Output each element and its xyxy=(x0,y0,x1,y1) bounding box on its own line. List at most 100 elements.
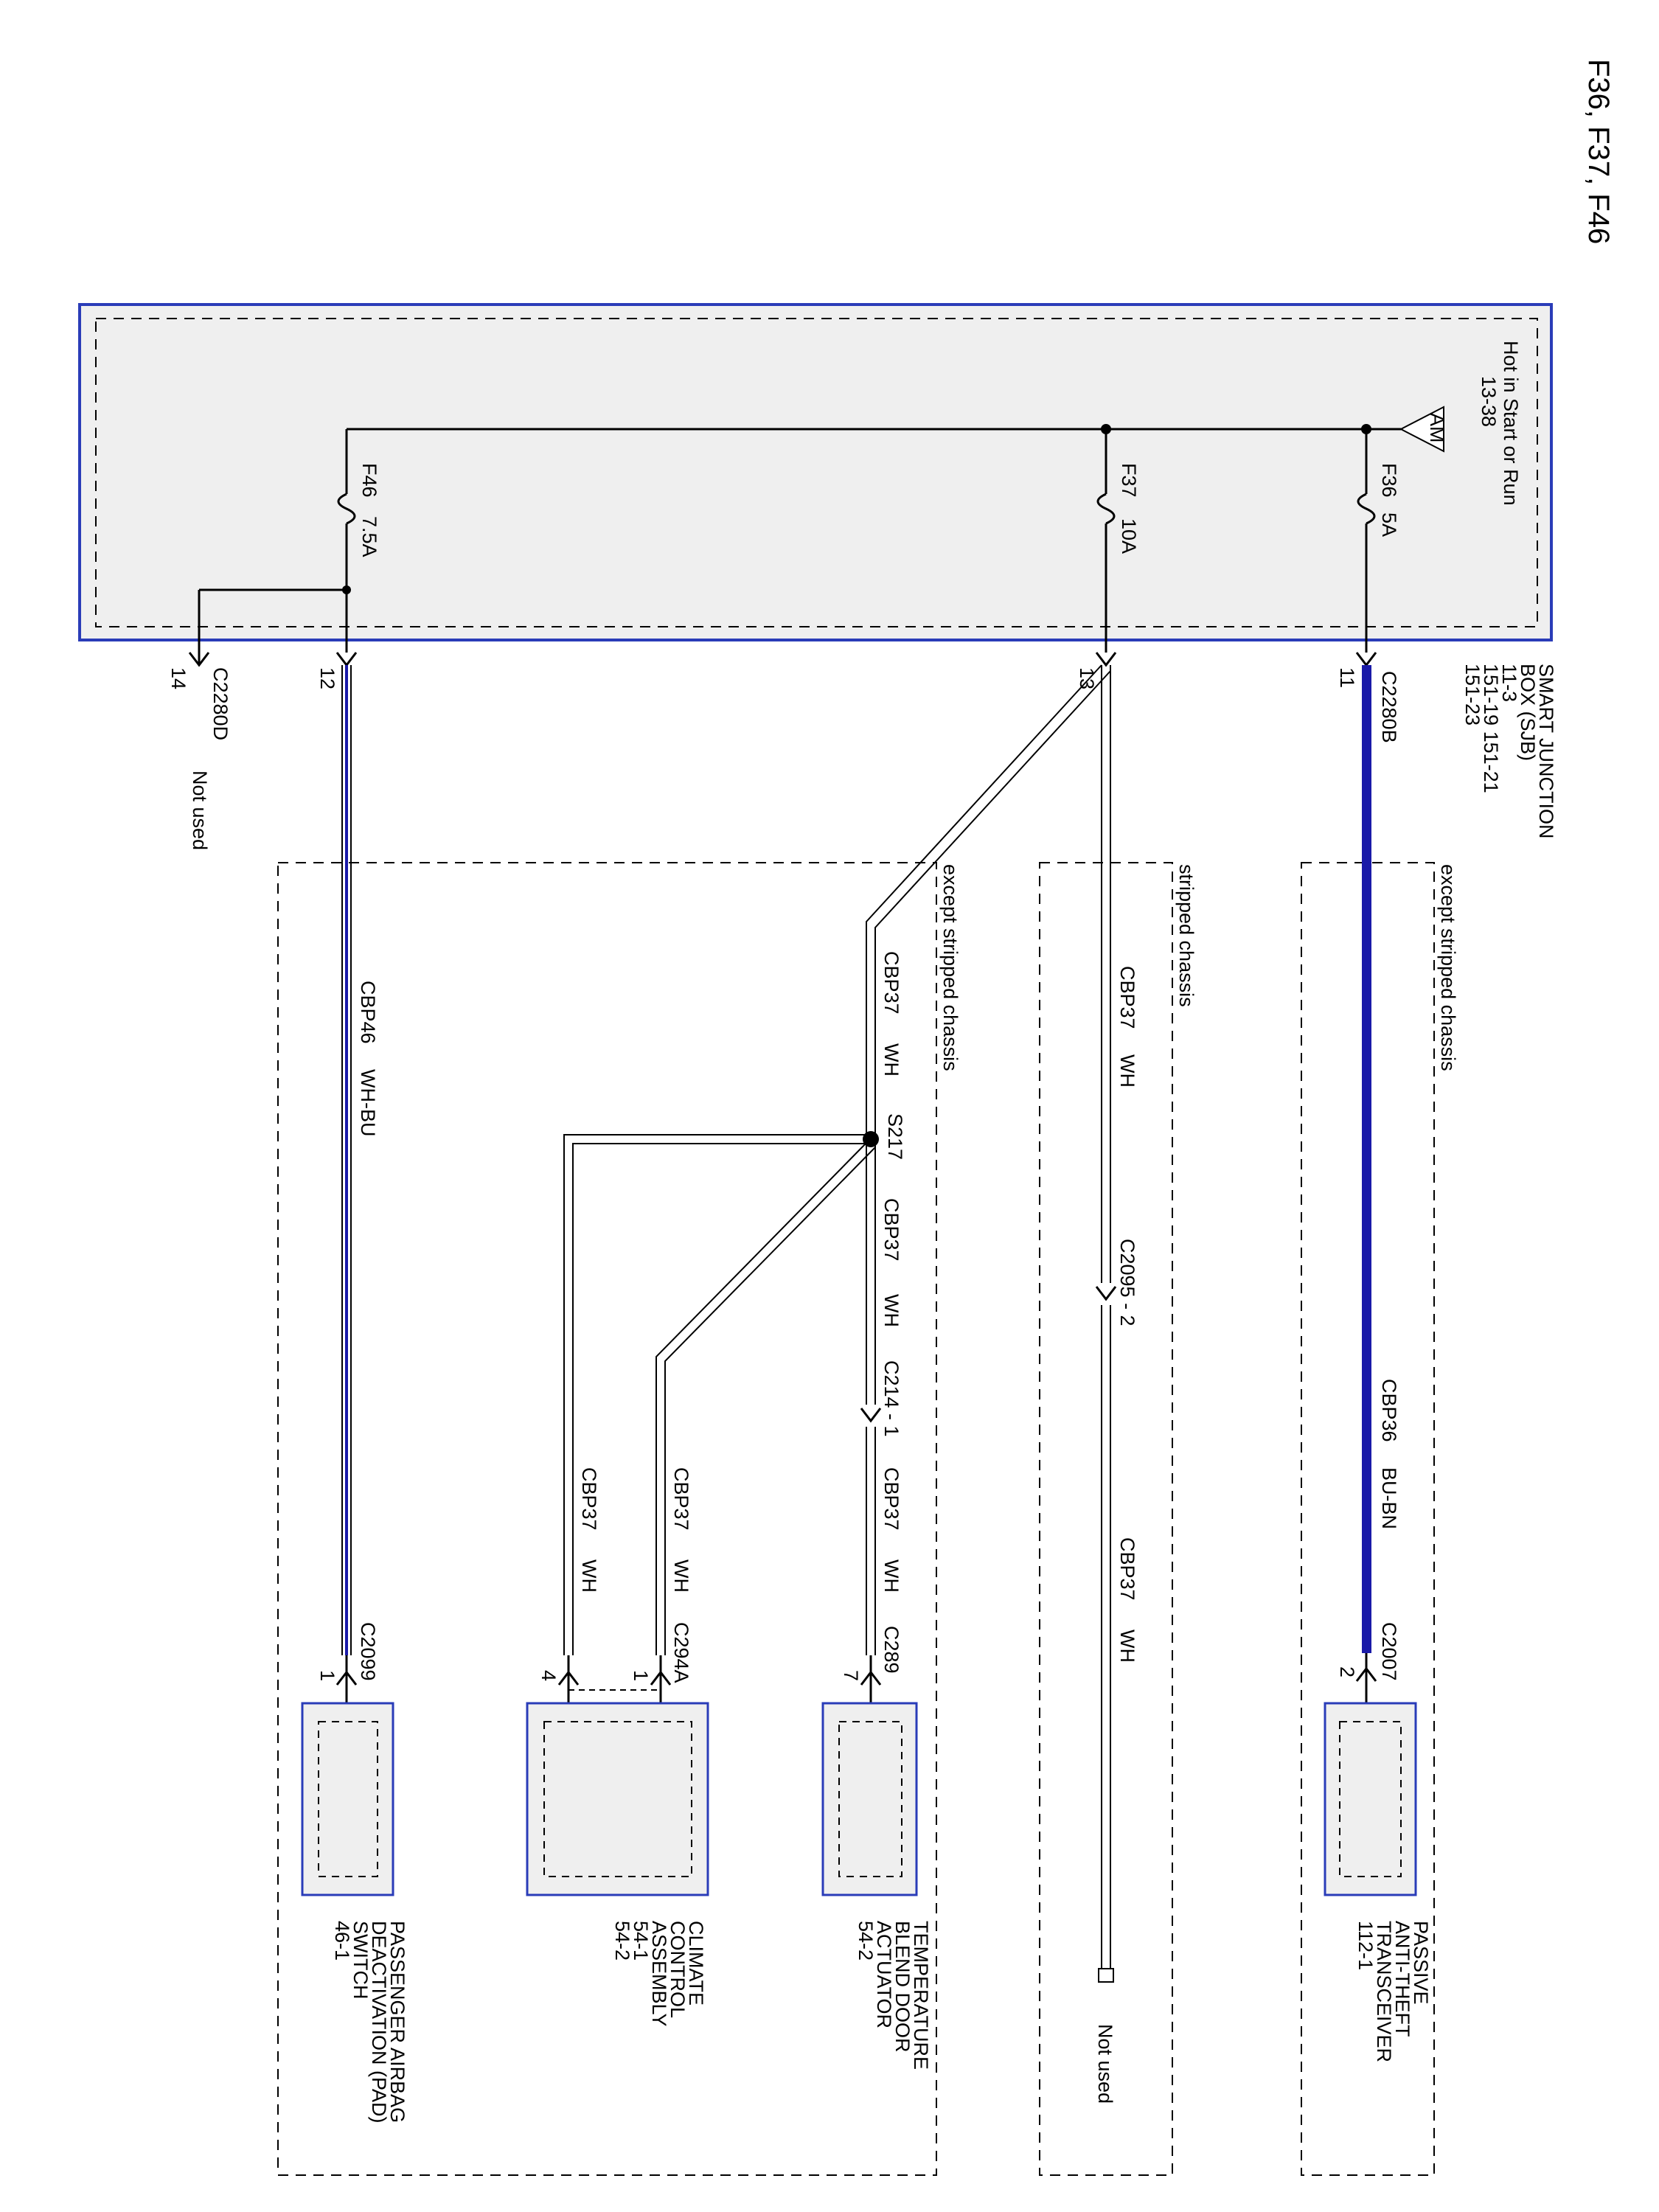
tbda-line-3: ACTUATOR xyxy=(873,1921,895,2028)
fuse-f36-id: F36 xyxy=(1378,463,1400,498)
c294a-pin4: 4 xyxy=(538,1670,560,1681)
stripped-terminator xyxy=(1098,1968,1114,1983)
power-note: Hot in Start or Run xyxy=(1500,341,1522,506)
c2280b-label: C2280B xyxy=(1378,671,1400,743)
cbp37-cca4-color: WH xyxy=(578,1559,600,1593)
c214-chevron xyxy=(860,1408,882,1423)
c2099-label: C2099 xyxy=(357,1622,379,1681)
tbda-label: TEMPERATURE BLEND DOOR ACTUATOR 54-2 xyxy=(855,1921,932,2070)
sjb-name-2: BOX (SJB) xyxy=(1517,664,1539,761)
pin-12-label: 12 xyxy=(316,667,338,689)
region-1-label: except stripped chassis xyxy=(1437,864,1459,1071)
tbda-line-1: TEMPERATURE xyxy=(910,1921,932,2070)
cca-line-5: 54-2 xyxy=(611,1921,633,1961)
pad-line-1: PASSENGER AIRBAG xyxy=(386,1921,408,2123)
pad-line-3: SWITCH xyxy=(349,1921,372,1999)
tbda-inner xyxy=(838,1721,902,1877)
pats-line-1: PASSIVE xyxy=(1410,1921,1432,2005)
wire-cbp46-stripe xyxy=(345,665,348,1655)
cca-line-3: ASSEMBLY xyxy=(648,1921,670,2027)
pin-14-label: 14 xyxy=(167,667,189,689)
cca-line-4: 54-1 xyxy=(630,1921,652,1961)
wire-cbp37-tbda xyxy=(866,1143,876,1655)
c289-label: C289 xyxy=(880,1626,902,1674)
am-label: AM xyxy=(1426,413,1448,443)
c2099-pin: 1 xyxy=(316,1670,338,1681)
pad-inner xyxy=(318,1721,378,1877)
c289-pin: 7 xyxy=(840,1670,862,1681)
pats-line-2: ANTI-THEFT xyxy=(1391,1921,1413,2037)
sjb-label: SMART JUNCTION BOX (SJB) 11-3 151-19 151… xyxy=(1461,664,1557,839)
cca-inner xyxy=(543,1721,692,1877)
cca-line-1: CLIMATE xyxy=(685,1921,707,2006)
sjb-inner-dashed xyxy=(95,318,1538,627)
pad-line-4: 46-1 xyxy=(331,1921,353,1961)
c2280d-pin12-chevron xyxy=(335,652,358,667)
c2007-label: C2007 xyxy=(1378,1622,1400,1681)
stripped-not-used: Not used xyxy=(1094,2024,1116,2104)
c2095-chevron xyxy=(1095,1286,1117,1301)
cbp37-stripped-label: CBP37 xyxy=(1116,966,1138,1029)
fuse-f46-id: F46 xyxy=(358,463,380,498)
sjb-ref-2: 151-19 151-21 xyxy=(1480,664,1502,793)
cbp46-label: CBP46 xyxy=(357,981,379,1044)
cbp37-tbda-color-2: WH xyxy=(880,1559,902,1593)
cca-line-2: CONTROL xyxy=(667,1921,689,2018)
pats-box xyxy=(1324,1702,1417,1896)
fuse-f46-symbol xyxy=(337,493,356,525)
sjb-box xyxy=(78,303,1553,641)
fuse-f36-rating: 5A xyxy=(1378,512,1400,537)
pin14-not-used: Not used xyxy=(189,771,211,850)
c294a-label: C294A xyxy=(670,1622,692,1683)
pad-label: PASSENGER AIRBAG DEACTIVATION (PAD) SWIT… xyxy=(331,1921,408,2124)
c2095-label: C2095 - 2 xyxy=(1116,1239,1138,1326)
am-power-symbol xyxy=(1399,406,1444,453)
region-2-label: stripped chassis xyxy=(1175,864,1197,1007)
pats-label: PASSIVE ANTI-THEFT TRANSCEIVER 112-1 xyxy=(1354,1921,1432,2062)
pats-line-4: 112-1 xyxy=(1354,1921,1377,1970)
region-except-stripped-1 xyxy=(1301,862,1435,2176)
region-except-stripped-2 xyxy=(277,862,937,2176)
cbp46-color: WH-BU xyxy=(357,1069,379,1136)
fuse-f37-id: F37 xyxy=(1118,463,1140,498)
pin-13-label: 13 xyxy=(1076,667,1098,689)
pin-11-label: 11 xyxy=(1336,667,1358,688)
wire-cbp36 xyxy=(1362,665,1371,1653)
fuse-f37-symbol xyxy=(1096,493,1116,525)
cbp37-cca1-color: WH xyxy=(670,1559,692,1593)
splice-s217-label: S217 xyxy=(884,1113,906,1160)
region-3-label: except stripped chassis xyxy=(939,864,961,1071)
pats-inner xyxy=(1339,1721,1402,1877)
cbp37-main-label: CBP37 xyxy=(880,951,902,1015)
cbp37-tbda-label-1: CBP37 xyxy=(880,1198,902,1262)
pats-line-3: TRANSCEIVER xyxy=(1373,1921,1395,2062)
fuse-f37-rating: 10A xyxy=(1118,518,1140,554)
c2007-pin: 2 xyxy=(1336,1666,1358,1677)
tbda-line-2: BLEND DOOR xyxy=(891,1921,914,2053)
pad-box xyxy=(301,1702,394,1896)
c2280b-pin11-chevron xyxy=(1355,652,1377,667)
tbda-line-4: 54-2 xyxy=(855,1921,877,1961)
c2280b-pin13-chevron xyxy=(1095,652,1117,667)
wire-cbp46 xyxy=(341,665,352,1655)
fuse-f36-symbol xyxy=(1357,493,1376,525)
wire-cbp37-main xyxy=(866,664,1111,1135)
sjb-name-1: SMART JUNCTION xyxy=(1535,664,1557,839)
cbp37-cca1-label: CBP37 xyxy=(670,1467,692,1531)
wire-cbp37-cca-1 xyxy=(655,1142,876,1655)
wire-cbp37-cca-4 xyxy=(563,1134,866,1655)
cbp37-main-color: WH xyxy=(880,1043,902,1077)
cbp36-color: BU-BN xyxy=(1378,1467,1400,1529)
c214-label: C214 - 1 xyxy=(880,1360,902,1437)
cca-label: CLIMATE CONTROL ASSEMBLY 54-1 54-2 xyxy=(611,1921,707,2027)
cbp37-tbda-label-2: CBP37 xyxy=(880,1467,902,1531)
cbp37-stripped-color-2: WH xyxy=(1116,1630,1138,1663)
sjb-ref-3: 151-23 xyxy=(1461,664,1484,726)
c294a-pin1: 1 xyxy=(630,1670,652,1681)
sjb-ref-1: 11-3 xyxy=(1498,664,1520,702)
region-stripped xyxy=(1039,862,1173,2176)
cca-box xyxy=(526,1702,709,1896)
cbp37-stripped-color: WH xyxy=(1116,1054,1138,1088)
power-ref: 13-38 xyxy=(1478,376,1500,427)
pad-line-2: DEACTIVATION (PAD) xyxy=(368,1921,390,2124)
